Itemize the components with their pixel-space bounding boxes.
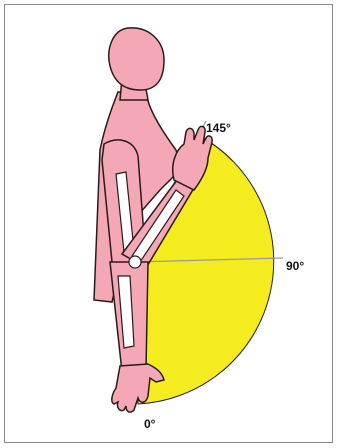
label-90-degrees: 90° bbox=[286, 259, 304, 273]
head bbox=[109, 28, 164, 90]
label-145-degrees: 145° bbox=[206, 121, 231, 135]
elbow-joint bbox=[129, 256, 141, 268]
label-0-degrees: 0° bbox=[144, 417, 156, 431]
